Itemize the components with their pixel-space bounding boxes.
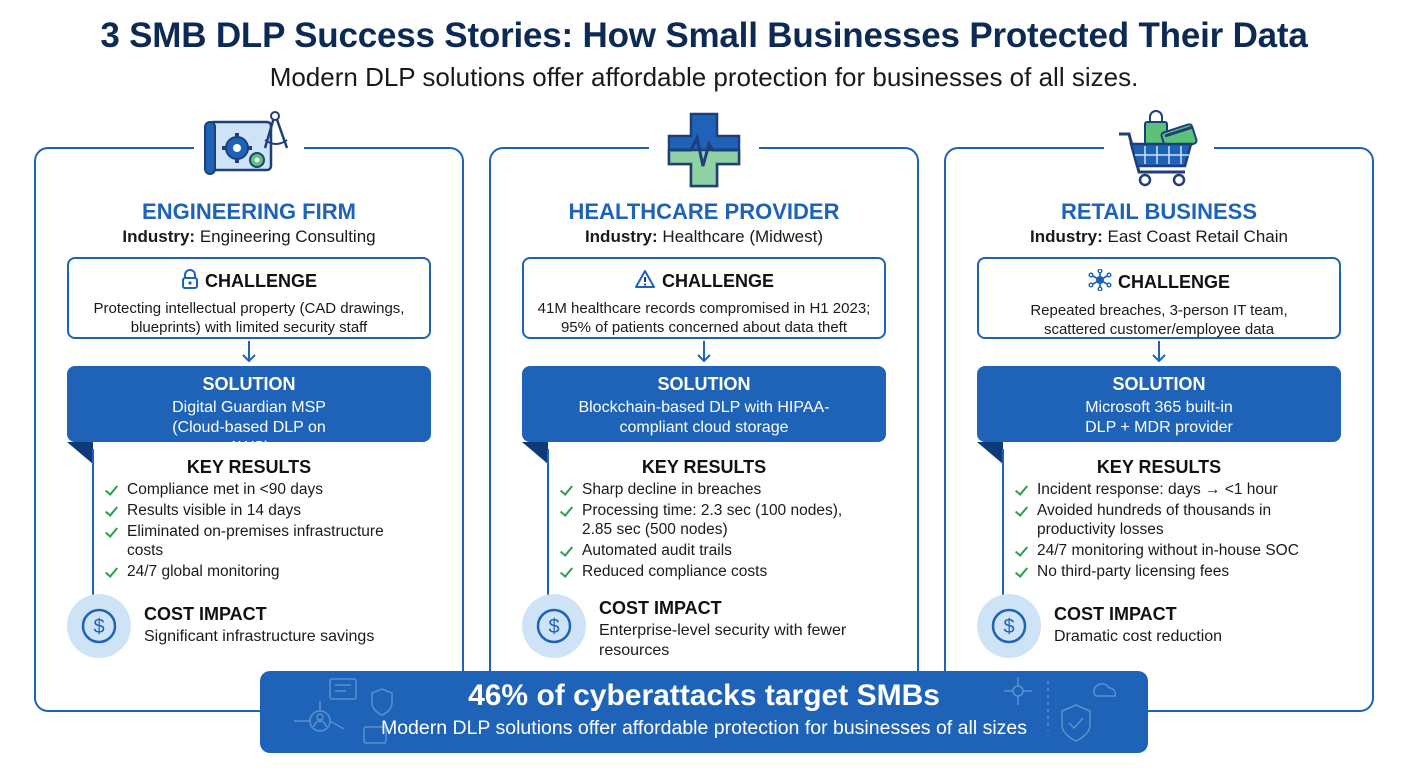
banner-subtitle: Modern DLP solutions offer affordable pr… [380, 717, 1028, 739]
dollar-icon: $ [522, 594, 586, 658]
list-item: Reduced compliance costs [561, 562, 901, 581]
solution-label: SOLUTION [202, 374, 296, 394]
story-card-healthcare: HEALTHCARE PROVIDER Industry: Healthcare… [489, 105, 919, 712]
list-item: Avoided hundreds of thousands in product… [1016, 501, 1316, 539]
challenge-text: Repeated breaches, 3-person IT team, sca… [1030, 302, 1288, 338]
solution-fold [67, 442, 93, 464]
solution-box: SOLUTION Microsoft 365 built-in DLP + MD… [977, 366, 1341, 442]
industry-value: Engineering Consulting [199, 227, 376, 246]
list-item: No third-party licensing fees [1016, 562, 1356, 581]
list-item: 24/7 global monitoring [106, 562, 446, 581]
medical-cross-icon [649, 105, 759, 195]
industry-label: Industry: [1030, 227, 1103, 246]
challenge-box: CHALLENGE Repeated breaches, 3-person IT… [977, 257, 1341, 339]
industry-label: Industry: [122, 227, 196, 246]
arrow-down-icon [1152, 341, 1166, 363]
list-item: Automated audit trails [561, 541, 901, 560]
challenge-label: CHALLENGE [1118, 272, 1230, 292]
dollar-icon: $ [67, 594, 131, 658]
shopping-cart-icon [1104, 105, 1214, 195]
cost-impact-text: Significant infrastructure savings [144, 628, 375, 645]
solution-text: Digital Guardian MSP (Cloud-based DLP on… [172, 399, 326, 456]
card-title: HEALTHCARE PROVIDER [568, 199, 840, 224]
challenge-text: Protecting intellectual property (CAD dr… [93, 300, 405, 336]
cost-impact-text: Enterprise-level security with fewer res… [599, 622, 847, 659]
results-list: Incident response: days → <1 hour Avoide… [1016, 480, 1356, 583]
svg-text:$: $ [548, 616, 559, 638]
stat-banner: 46% of cyberattacks target SMBs Modern D… [260, 671, 1148, 753]
solution-label: SOLUTION [1112, 374, 1206, 394]
list-item: Processing time: 2.3 sec (100 nodes), 2.… [561, 501, 861, 539]
industry-label: Industry: [584, 227, 658, 246]
arrow-down-icon [242, 341, 256, 363]
key-results-label: KEY RESULTS [186, 457, 312, 477]
challenge-box: CHALLENGE 41M healthcare records comprom… [522, 257, 886, 339]
list-item: Eliminated on-premises infrastructure co… [106, 522, 396, 560]
industry-value: Healthcare (Midwest) [662, 227, 824, 246]
solution-fold [977, 442, 1003, 464]
lock-icon [181, 269, 199, 294]
industry-line: Industry: Engineering Consulting [36, 227, 462, 247]
cost-impact-label: COST IMPACT [1054, 604, 1177, 624]
industry-line: Industry: East Coast Retail Chain [946, 227, 1372, 247]
list-item: Compliance met in <90 days [106, 480, 446, 499]
svg-text:$: $ [1003, 616, 1014, 638]
blueprint-gears-icon [194, 105, 304, 195]
challenge-box: CHALLENGE Protecting intellectual proper… [67, 257, 431, 339]
shield-cloud-icon [1004, 677, 1117, 742]
list-item: Results visible in 14 days [106, 501, 446, 520]
banner-title: 46% of cyberattacks target SMBs [468, 679, 940, 712]
page-title: 3 SMB DLP Success Stories: How Small Bus… [100, 16, 1308, 55]
security-network-icon [294, 678, 393, 744]
key-results-label: KEY RESULTS [1096, 457, 1222, 477]
divider [1002, 449, 1004, 597]
svg-text:$: $ [93, 616, 104, 638]
divider [547, 449, 549, 597]
solution-fold [522, 442, 548, 464]
warning-icon [634, 269, 656, 294]
challenge-label: CHALLENGE [662, 271, 774, 291]
solution-box: SOLUTION Digital Guardian MSP (Cloud-bas… [67, 366, 431, 456]
list-item: Incident response: days → <1 hour [1016, 480, 1356, 499]
list-item: 24/7 monitoring without in-house SOC [1016, 541, 1356, 560]
challenge-label: CHALLENGE [205, 271, 317, 291]
cost-impact-label: COST IMPACT [144, 604, 267, 624]
network-icon [1088, 268, 1112, 296]
story-card-engineering: ENGINEERING FIRM Industry: Engineering C… [34, 105, 464, 712]
page-subtitle: Modern DLP solutions offer affordable pr… [269, 62, 1139, 92]
dollar-icon: $ [977, 594, 1041, 658]
card-title: ENGINEERING FIRM [142, 199, 356, 224]
industry-value: East Coast Retail Chain [1107, 227, 1288, 246]
challenge-text: 41M healthcare records compromised in H1… [537, 300, 871, 336]
cost-impact-text: Dramatic cost reduction [1054, 628, 1223, 645]
cost-impact-label: COST IMPACT [599, 598, 722, 618]
solution-text: Microsoft 365 built-in DLP + MDR provide… [1085, 399, 1233, 436]
results-list: Sharp decline in breaches Processing tim… [561, 480, 901, 583]
story-card-retail: RETAIL BUSINESS Industry: East Coast Ret… [944, 105, 1374, 712]
solution-label: SOLUTION [657, 374, 751, 394]
results-list: Compliance met in <90 days Results visib… [106, 480, 446, 583]
divider [92, 449, 94, 597]
key-results-label: KEY RESULTS [641, 457, 767, 477]
list-item: Sharp decline in breaches [561, 480, 901, 499]
industry-line: Industry: Healthcare (Midwest) [491, 227, 917, 247]
arrow-down-icon [697, 341, 711, 363]
solution-box: SOLUTION Blockchain-based DLP with HIPAA… [522, 366, 886, 442]
card-title: RETAIL BUSINESS [1061, 199, 1257, 224]
solution-text: Blockchain-based DLP with HIPAA-complian… [578, 399, 830, 436]
